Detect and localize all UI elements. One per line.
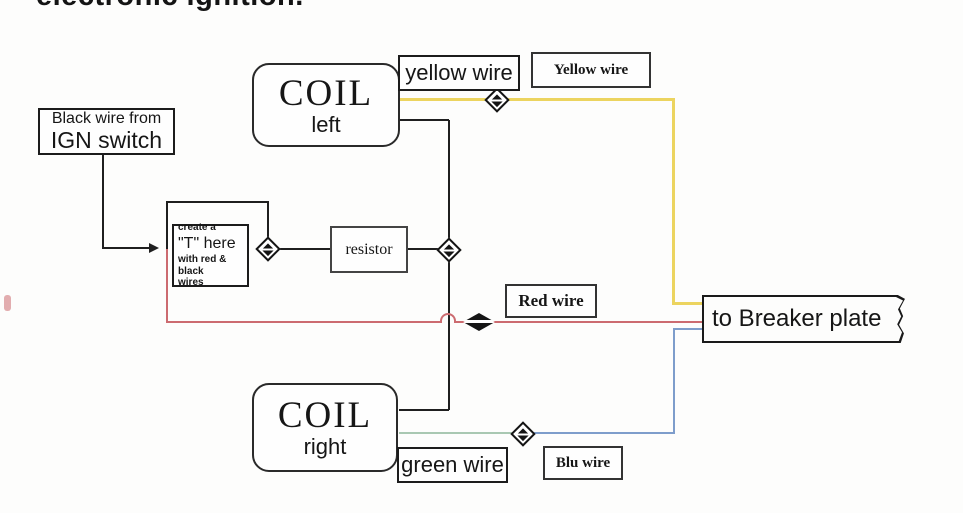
yellow-wire-callout-label: yellow wire bbox=[405, 60, 513, 85]
resistor-label: resistor bbox=[345, 240, 393, 258]
red-wire-tag-box: Red wire bbox=[505, 284, 597, 318]
black-wire-to-junction bbox=[267, 201, 269, 241]
black-wire-vertical-lower bbox=[448, 257, 450, 410]
blu-wire-tag-label: Blu wire bbox=[555, 454, 611, 471]
coil-left-title: COIL bbox=[278, 72, 374, 114]
black-wire-t-left-vertical bbox=[166, 202, 168, 249]
ign-box-line2: IGN switch bbox=[50, 126, 163, 153]
blue-wire-horizontal bbox=[530, 432, 675, 434]
blue-wire-into-breaker bbox=[674, 328, 703, 330]
green-wire-callout-label: green wire bbox=[401, 452, 504, 477]
create-t-line3: with red & black bbox=[178, 254, 227, 277]
create-t-note-box: create a "T" here with red & black wires bbox=[172, 222, 249, 289]
page-title: electronic ignition. bbox=[36, 0, 304, 13]
junction-diamond-icon bbox=[255, 236, 281, 262]
blue-wire-vertical bbox=[673, 328, 675, 434]
create-t-line2: "T" here bbox=[178, 234, 236, 252]
black-wire-over-note bbox=[166, 201, 269, 203]
create-t-line4: wires bbox=[178, 277, 204, 289]
green-wire-horizontal bbox=[399, 432, 516, 434]
yellow-wire-tag-box: Yellow wire bbox=[531, 52, 651, 88]
coil-right-subtitle: right bbox=[303, 434, 347, 459]
junction-diamond-icon bbox=[463, 313, 495, 331]
ign-box-line1: Black wire from bbox=[51, 110, 162, 128]
coil-left-box: COIL left bbox=[252, 63, 400, 147]
create-t-line1: create a bbox=[178, 222, 216, 234]
yellow-wire-tag-label: Yellow wire bbox=[553, 61, 629, 78]
yellow-wire-into-breaker bbox=[672, 302, 703, 305]
coil-left-subtitle: left bbox=[311, 111, 341, 137]
black-wire-coil-right-stub bbox=[399, 409, 449, 411]
breaker-plate-box: to Breaker plate bbox=[702, 295, 905, 343]
ign-switch-label-box: Black wire from IGN switch bbox=[38, 108, 175, 155]
black-wire-ign-vertical bbox=[102, 155, 104, 249]
black-wire-vertical-upper bbox=[448, 120, 450, 242]
red-wire-horizontal-right bbox=[454, 321, 703, 323]
junction-diamond-icon bbox=[484, 87, 510, 113]
arrowhead-icon bbox=[149, 243, 159, 253]
black-wire-resistor-to-junction bbox=[408, 248, 441, 250]
blu-wire-tag-box: Blu wire bbox=[543, 446, 623, 480]
coil-right-title: COIL bbox=[277, 395, 373, 436]
black-wire-coil-left-stub bbox=[399, 119, 449, 121]
black-wire-junction-to-resistor bbox=[277, 248, 330, 250]
resistor-box: resistor bbox=[330, 226, 408, 273]
red-wire-hop-over-black bbox=[440, 313, 456, 322]
red-wire-horizontal-left bbox=[166, 321, 442, 323]
black-wire-ign-horizontal bbox=[102, 247, 152, 249]
coil-right-box: COIL right bbox=[252, 383, 398, 472]
scan-artifact-mark bbox=[4, 295, 11, 311]
yellow-wire-horizontal bbox=[400, 98, 674, 101]
junction-diamond-icon bbox=[436, 237, 462, 263]
green-wire-callout-box: green wire bbox=[397, 447, 508, 483]
red-wire-vertical bbox=[166, 249, 168, 322]
breaker-plate-label: to Breaker plate bbox=[712, 305, 882, 332]
yellow-wire-vertical bbox=[672, 98, 675, 305]
red-wire-tag-label: Red wire bbox=[518, 291, 584, 310]
yellow-wire-callout-box: yellow wire bbox=[398, 55, 520, 91]
junction-diamond-icon bbox=[510, 421, 536, 447]
